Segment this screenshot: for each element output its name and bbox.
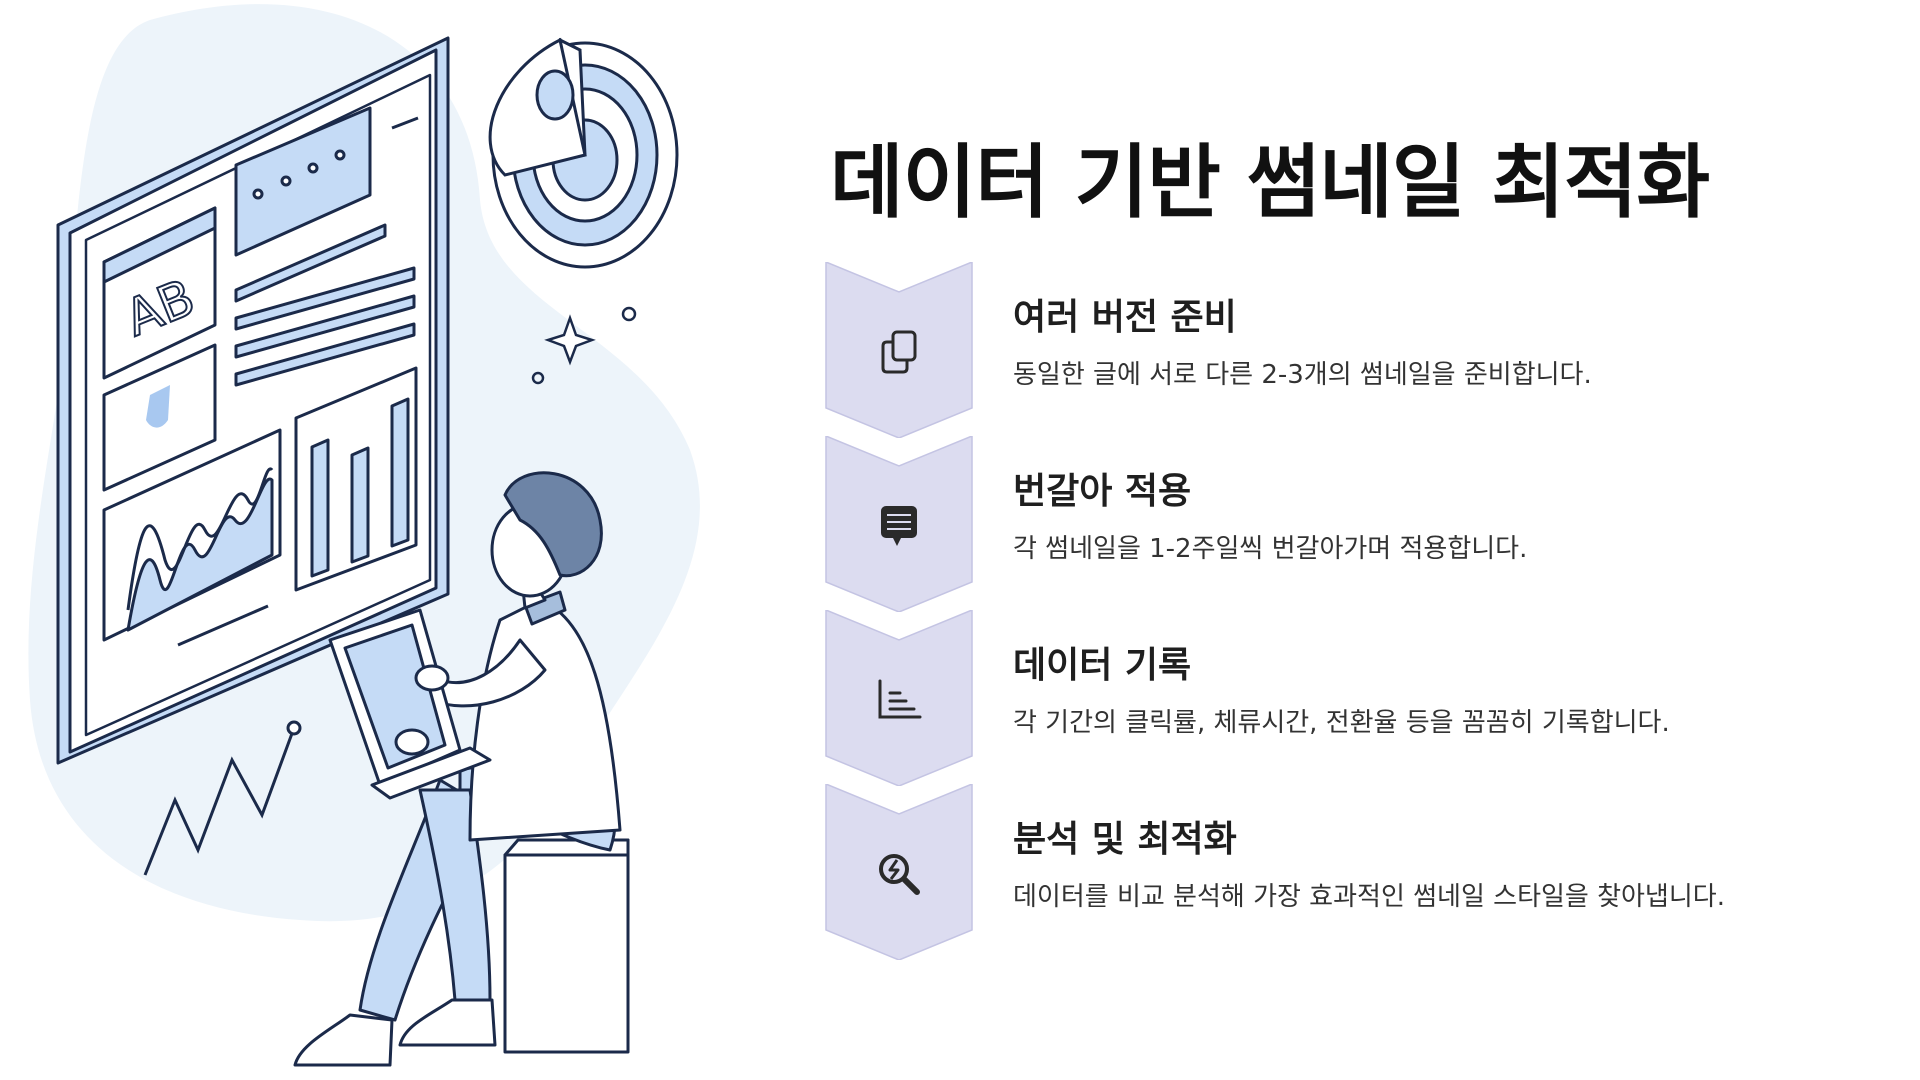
step-title: 분석 및 최적화 (1013, 819, 1237, 860)
step-description: 각 썸네일을 1-2주일씩 번갈아가며 적용합니다. (1013, 534, 1528, 564)
steps-list: 여러 버전 준비 동일한 글에 서로 다른 2-3개의 썸네일을 준비합니다. … (825, 262, 1885, 960)
step-prepare-versions: 여러 버전 준비 동일한 글에 서로 다른 2-3개의 썸네일을 준비합니다. (825, 262, 1885, 438)
page-title: 데이터 기반 썸네일 최적화 (830, 136, 1710, 229)
chart-icon (869, 670, 929, 730)
target-icon (488, 37, 679, 269)
chevron-shape (825, 784, 973, 960)
sparkle-icon (544, 314, 596, 366)
step-description: 데이터를 비교 분석해 가장 효과적인 썸네일 스타일을 찾아냅니다. (1013, 882, 1725, 912)
step-title: 여러 버전 준비 (1013, 297, 1237, 338)
step-title: 데이터 기록 (1013, 645, 1192, 686)
hero-illustration: AB (28, 4, 700, 1067)
zigzag-line-icon (143, 727, 296, 876)
step-description: 동일한 글에 서로 다른 2-3개의 썸네일을 준비합니다. (1013, 360, 1592, 390)
message-icon (869, 496, 929, 556)
search-analysis-icon (869, 844, 929, 904)
chevron-shape (825, 610, 973, 786)
copy-icon (869, 322, 929, 382)
step-description: 각 기간의 클릭률, 체류시간, 전환율 등을 꼼꼼히 기록합니다. (1013, 708, 1670, 738)
step-title: 번갈아 적용 (1013, 471, 1192, 512)
step-alternate-apply: 번갈아 적용 각 썸네일을 1-2주일씩 번갈아가며 적용합니다. (825, 436, 1885, 612)
person-illustration (293, 471, 630, 1067)
step-analyze-optimize: 분석 및 최적화 데이터를 비교 분석해 가장 효과적인 썸네일 스타일을 찾아… (825, 784, 1885, 960)
dashboard-board (56, 36, 450, 765)
step-record-data: 데이터 기록 각 기간의 클릭률, 체류시간, 전환율 등을 꼼꼼히 기록합니다… (825, 610, 1885, 786)
chevron-shape (825, 262, 973, 438)
shield-icon (146, 385, 170, 428)
